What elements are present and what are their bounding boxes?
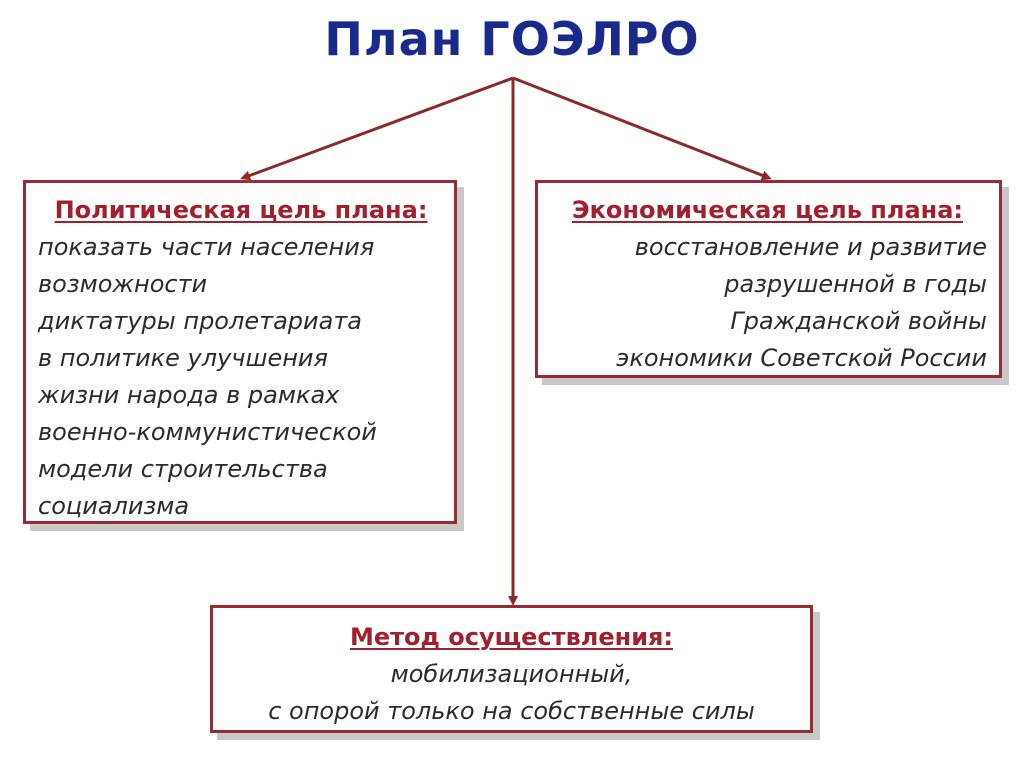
diagram-title: План ГОЭЛРО [324, 12, 700, 66]
economic-goal-line: экономики Советской России [616, 344, 987, 372]
political-goal-line: возможности [38, 270, 208, 298]
political-goal-line: в политике улучшения [38, 344, 328, 372]
political-goal-line: модели строительства [38, 455, 328, 483]
method-heading: Метод осуществления: [349, 623, 674, 651]
political-goal-line: социализма [38, 492, 190, 520]
political-goal-line: показать части населения [38, 233, 375, 261]
arrow-to-political [240, 76, 514, 181]
political-goal-line: жизни народа в рамках [38, 381, 340, 409]
arrow-to-economic [512, 76, 772, 181]
economic-goal-line: Гражданской войны [730, 307, 987, 335]
economic-goal-box: Экономическая цель плана: восстановление… [535, 180, 1002, 378]
political-goal-line: диктатуры пролетариата [38, 307, 362, 335]
method-line: мобилизационный, [390, 660, 633, 688]
political-goal-line: военно-коммунистической [38, 418, 377, 446]
economic-goal-line: восстановление и развитие [634, 233, 987, 261]
economic-goal-heading: Экономическая цель плана: [571, 196, 964, 224]
economic-goal-line: разрушенной в годы [724, 270, 987, 298]
method-line: с опорой только на собственные силы [268, 697, 755, 725]
method-box: Метод осуществления: мобилизационный, с … [210, 605, 813, 733]
political-goal-box: Политическая цель плана: показать части … [23, 180, 457, 524]
political-goal-heading: Политическая цель плана: [54, 196, 428, 224]
